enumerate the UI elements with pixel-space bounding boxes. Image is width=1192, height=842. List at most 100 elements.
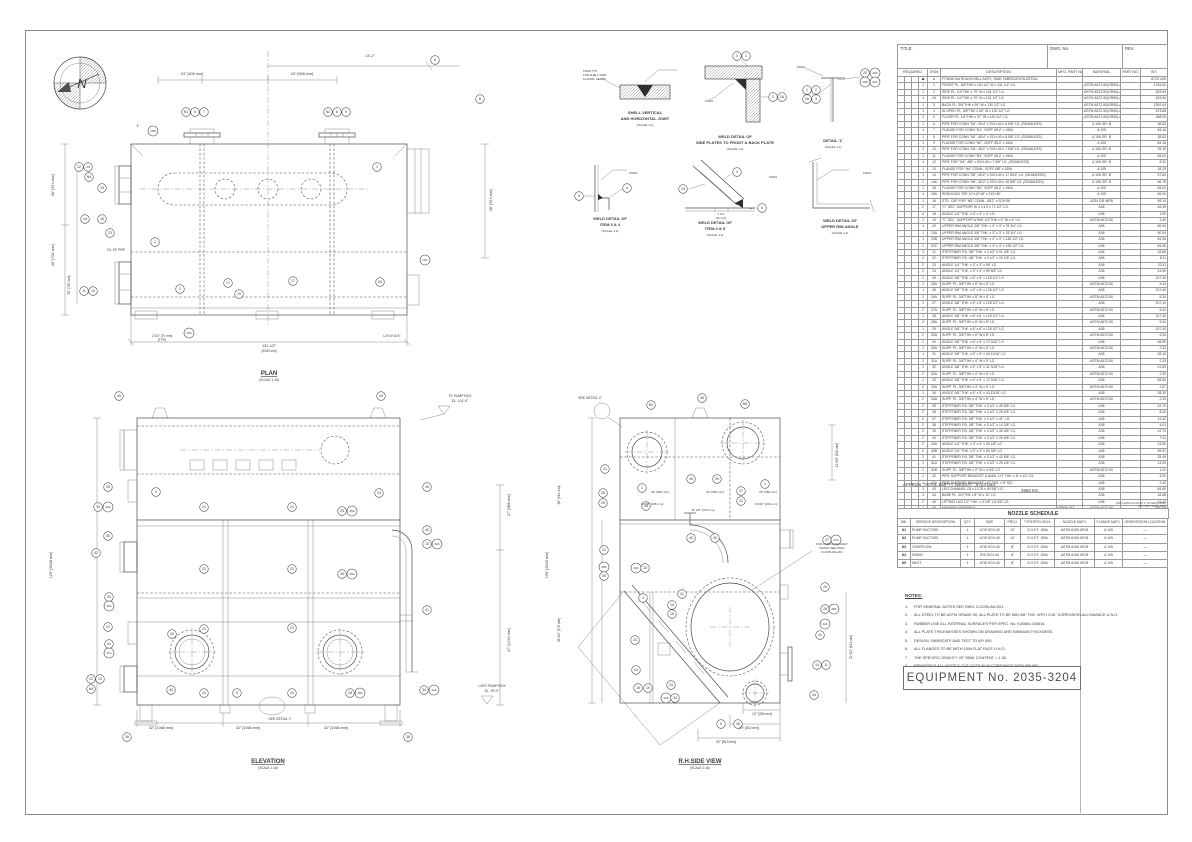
- drawing-label: [3340 mm]: [261, 349, 276, 353]
- drawing-label: 30" [762 mm]: [51, 244, 55, 266]
- svg-text:10: 10: [91, 289, 95, 293]
- drawing-label: (SCALE 1:2): [707, 233, 724, 237]
- drawing-label: LATE PUMP BOX: [478, 684, 506, 688]
- item-balloon: 1: [637, 483, 647, 493]
- item-balloon: 34A: [660, 692, 672, 704]
- item-balloon: 44: [809, 690, 819, 700]
- drawing-label: 32" [813 mm]: [716, 740, 736, 744]
- drawing-label: 2 3/4" [70 mm]: [152, 334, 173, 338]
- item-balloon: N2: [323, 107, 333, 117]
- drawing-label: R.H.SIDE VIEW: [678, 759, 721, 765]
- drawing-label: 27" [686 mm]: [507, 494, 511, 516]
- item-balloon: 44: [166, 685, 176, 695]
- drawing-label: 36" [914 mm]: [489, 189, 493, 211]
- item-balloon: 3: [811, 94, 821, 104]
- drawing-label: & HORIZ. SEAMS: [583, 77, 606, 81]
- svg-text:4: 4: [736, 170, 738, 174]
- svg-text:15: 15: [670, 603, 674, 607]
- svg-text:24: 24: [202, 691, 206, 695]
- north-arrow-icon: N: [53, 56, 107, 110]
- total-weight-lbs: 8723 LBS.: [975, 482, 997, 487]
- svg-text:25: 25: [340, 509, 344, 513]
- item-balloon: N2: [646, 400, 656, 410]
- item-balloon: 33A: [630, 562, 642, 574]
- svg-text:20B: 20B: [150, 129, 155, 133]
- svg-text:2A: 2A: [644, 504, 649, 508]
- item-balloon: N5: [740, 399, 750, 409]
- nozzle-header: TYPE/RTG./SCH.: [1020, 517, 1055, 528]
- item-balloon: N1: [181, 107, 191, 117]
- drawing-label: C/L OF PIPE: [107, 248, 125, 252]
- svg-text:20: 20: [863, 71, 867, 75]
- bom-header-required: REQUIRED: [896, 68, 929, 77]
- item-balloon: 24: [374, 488, 384, 498]
- svg-text:10: 10: [815, 663, 819, 667]
- title-strip: TITLE: DWG. No. REV.: [897, 44, 1168, 69]
- svg-text:17: 17: [226, 281, 230, 285]
- svg-text:4: 4: [642, 596, 644, 600]
- drawing-label: 11 5/8" [295 mm]: [641, 502, 664, 506]
- item-balloon: 25A: [346, 505, 358, 517]
- svg-text:39: 39: [106, 485, 110, 489]
- item-balloon: 17: [223, 278, 233, 288]
- total-weight-block: APPROX. TOTAL EMPTY WEIGHT : 8723 LBS. 3…: [903, 482, 1040, 493]
- drawing-label: 30 1/8" [764 mm]: [692, 508, 715, 512]
- svg-text:21: 21: [290, 505, 294, 509]
- drawing-label: 24" [610 mm]: [739, 726, 759, 730]
- equipment-number-box: EQUIPMENT No. 2035-3204: [903, 666, 1081, 690]
- item-balloon: 41: [422, 605, 432, 615]
- item-balloon: 28A: [828, 603, 840, 615]
- svg-text:27A: 27A: [833, 538, 838, 542]
- drawing-label: 23" [584 mm]: [706, 490, 724, 494]
- svg-text:3: 3: [155, 490, 157, 494]
- dwg-no-label: DWG. No.: [1047, 44, 1123, 69]
- svg-text:6: 6: [194, 110, 196, 114]
- drawing-label: L3"x3"x1/4": [383, 334, 401, 338]
- svg-text:23: 23: [202, 627, 206, 631]
- drawing-label: 23" [584 mm]: [759, 490, 777, 494]
- item-balloon: 36: [122, 732, 132, 742]
- drawing-label: K0322: [705, 99, 714, 103]
- svg-text:19: 19: [237, 292, 241, 296]
- bom-header-wt: WT.: [1140, 68, 1169, 77]
- svg-text:32: 32: [96, 505, 100, 509]
- svg-text:N1: N1: [184, 110, 189, 114]
- svg-text:41: 41: [818, 633, 822, 637]
- svg-text:30: 30: [107, 595, 111, 599]
- drawing-label: PLAN: [261, 371, 277, 377]
- drawing-label: SIDE PLATES TO FRONT & BACK PLATE: [696, 140, 774, 145]
- item-balloon: 26: [820, 582, 830, 592]
- svg-text:N5: N5: [743, 402, 748, 406]
- total-weight-label: APPROX. TOTAL EMPTY WEIGHT: [903, 482, 973, 487]
- item-balloon: 8: [430, 55, 440, 65]
- item-balloon: 34: [670, 693, 680, 703]
- svg-text:21: 21: [202, 505, 206, 509]
- item-balloon: 3: [732, 51, 742, 61]
- svg-text:1: 1: [745, 54, 747, 58]
- svg-text:20C: 20C: [422, 258, 428, 262]
- svg-text:7: 7: [203, 110, 205, 114]
- item-balloon: 33: [640, 563, 650, 573]
- drawing-label: TE PUMP BOX: [448, 394, 472, 398]
- item-balloon: 2: [768, 92, 778, 102]
- svg-text:43: 43: [170, 632, 174, 636]
- item-balloon: 40: [686, 533, 696, 543]
- svg-text:29A: 29A: [601, 565, 606, 569]
- svg-text:12: 12: [89, 677, 93, 681]
- nozzle-header: NOZZLE MAT'L: [1054, 517, 1095, 528]
- svg-text:39: 39: [715, 477, 719, 481]
- drawing-label: (SCALE 1:2): [832, 231, 849, 235]
- svg-text:42A: 42A: [822, 622, 827, 626]
